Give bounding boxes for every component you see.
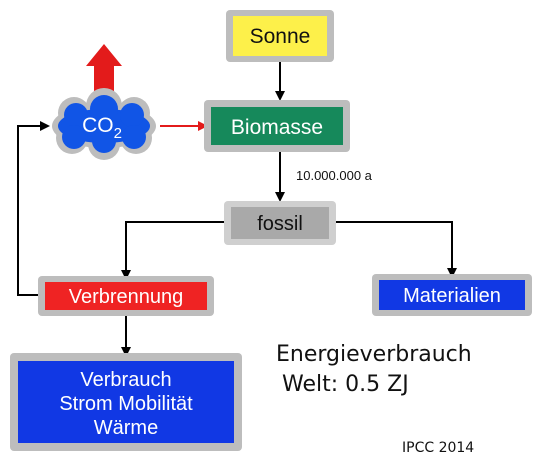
node-verbrauch: Verbrauch Strom Mobilität Wärme xyxy=(10,353,242,451)
node-verbrauch-line-3: Wärme xyxy=(94,417,158,439)
node-fossil: fossil xyxy=(224,201,336,245)
energy-consumption-note: Energieverbrauch Welt: 0.5 ZJ xyxy=(276,340,472,400)
arrow-fossil-materialien xyxy=(334,221,457,278)
node-sonne-label: Sonne xyxy=(250,25,311,48)
node-co2-cloud: CO2 xyxy=(52,88,156,160)
co2-label-main: CO xyxy=(82,114,114,137)
energy-line-1: Energieverbrauch xyxy=(276,342,472,367)
arrow-verbrennung-co2 xyxy=(17,121,50,296)
node-verbrauch-line-2: Strom Mobilität xyxy=(59,393,193,415)
node-biomasse-label: Biomasse xyxy=(231,116,323,139)
node-materialien-label: Materialien xyxy=(403,285,501,307)
edge-label-time: 10.000.000 a xyxy=(296,168,373,183)
co2-emission-arrow xyxy=(86,44,122,100)
arrow-fossil-verbrennung xyxy=(121,221,226,280)
energy-line-2: Welt: 0.5 ZJ xyxy=(282,372,409,397)
node-biomasse: Biomasse xyxy=(204,100,350,152)
co2-label: CO2 xyxy=(82,114,122,142)
node-verbrennung: Verbrennung xyxy=(38,276,214,316)
source-citation: IPCC 2014 xyxy=(402,440,475,456)
node-verbrauch-line-1: Verbrauch xyxy=(80,369,171,391)
node-fossil-label: fossil xyxy=(257,213,303,235)
node-materialien: Materialien xyxy=(372,274,532,316)
node-verbrennung-label: Verbrennung xyxy=(69,286,184,308)
co2-label-subscript: 2 xyxy=(114,125,122,142)
node-sonne: Sonne xyxy=(226,10,334,62)
